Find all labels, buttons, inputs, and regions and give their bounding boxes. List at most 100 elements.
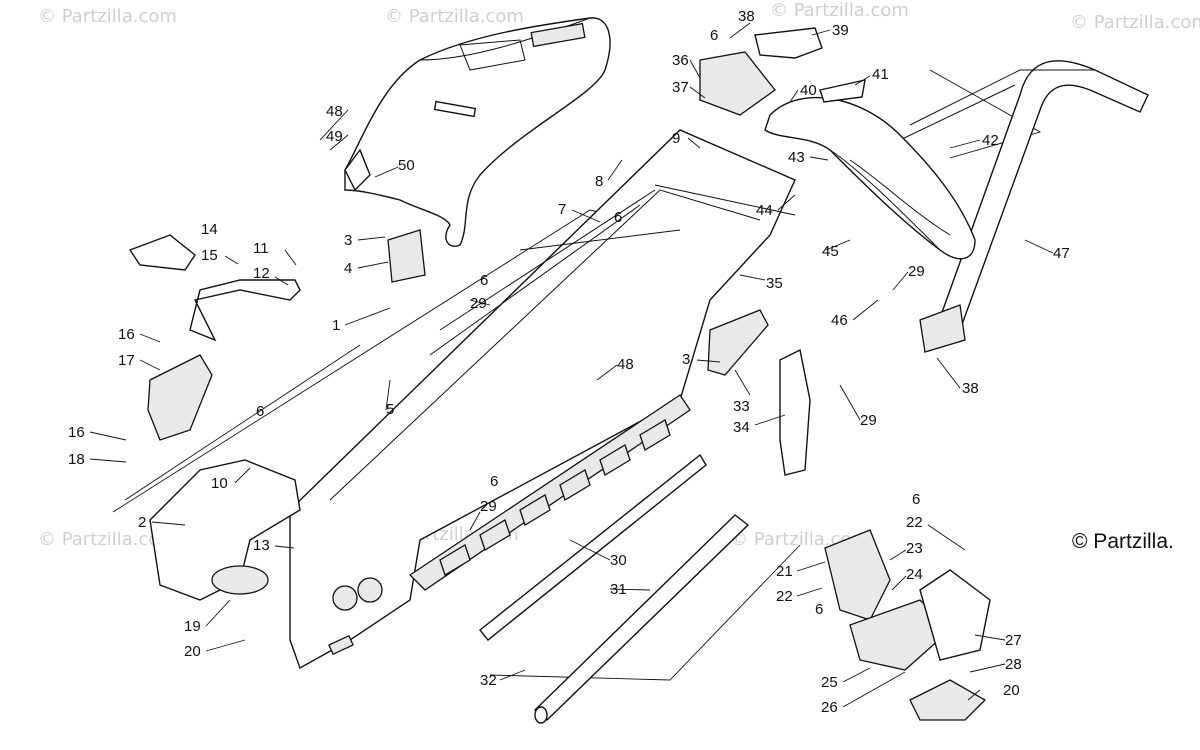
callout-47: 47 bbox=[1053, 245, 1070, 262]
callout-6: 6 bbox=[815, 601, 823, 618]
tunnel-fold-line bbox=[329, 189, 761, 501]
callout-50: 50 bbox=[398, 157, 415, 174]
callout-3: 3 bbox=[682, 351, 690, 368]
watermark-text: © Partzilla.com bbox=[1070, 12, 1200, 33]
callout-37: 37 bbox=[672, 79, 689, 96]
tunnel-fold-line bbox=[654, 184, 796, 216]
callout-28: 28 bbox=[1005, 656, 1022, 673]
tunnel-fold-line bbox=[429, 204, 641, 356]
rails bbox=[479, 453, 750, 724]
callout-26: 26 bbox=[821, 699, 838, 716]
callout-40: 40 bbox=[800, 82, 817, 99]
callout-45: 45 bbox=[822, 243, 839, 260]
callout-29: 29 bbox=[470, 295, 487, 312]
seat-handle bbox=[433, 100, 477, 118]
panel-24 bbox=[849, 599, 951, 671]
callout-6: 6 bbox=[256, 403, 264, 420]
assembly-line bbox=[929, 69, 1042, 159]
callout-13: 13 bbox=[253, 537, 270, 554]
callout-24: 24 bbox=[906, 566, 923, 583]
callout-29: 29 bbox=[860, 412, 877, 429]
callout-8: 8 bbox=[595, 173, 603, 190]
footrest-rib bbox=[599, 444, 631, 476]
callout-5: 5 bbox=[386, 401, 394, 418]
callout-42: 42 bbox=[982, 132, 999, 149]
rail-34 bbox=[779, 348, 811, 476]
callout-22: 22 bbox=[776, 588, 793, 605]
callout-6: 6 bbox=[614, 209, 622, 226]
callout-14: 14 bbox=[201, 221, 218, 238]
callout-39: 39 bbox=[832, 22, 849, 39]
panel-27 bbox=[919, 569, 991, 661]
rear-bracket-37 bbox=[699, 51, 776, 116]
cover-19 bbox=[211, 565, 269, 595]
callout-6: 6 bbox=[490, 473, 498, 490]
callout-29: 29 bbox=[480, 498, 497, 515]
callout-27: 27 bbox=[1005, 632, 1022, 649]
callout-48: 48 bbox=[326, 103, 343, 120]
callout-9: 9 bbox=[672, 130, 680, 147]
callout-46: 46 bbox=[831, 312, 848, 329]
callout-6: 6 bbox=[480, 272, 488, 289]
tunnel-hole bbox=[357, 577, 383, 603]
tunnel-hole bbox=[332, 585, 358, 611]
assembly-line bbox=[489, 544, 801, 681]
footrest-rib bbox=[519, 494, 551, 526]
snow-flap-rib bbox=[829, 149, 941, 251]
bracket-17 bbox=[147, 354, 213, 441]
callout-23: 23 bbox=[906, 540, 923, 557]
callout-34: 34 bbox=[733, 419, 750, 436]
callout-19: 19 bbox=[184, 618, 201, 635]
callout-7: 7 bbox=[558, 201, 566, 218]
callout-38: 38 bbox=[738, 8, 755, 25]
rail-30 bbox=[479, 453, 707, 641]
callout-25: 25 bbox=[821, 674, 838, 691]
cover-21 bbox=[824, 529, 891, 621]
callout-16: 16 bbox=[118, 326, 135, 343]
seat-logo-decal bbox=[530, 22, 586, 48]
callout-6: 6 bbox=[710, 27, 718, 44]
callout-2: 2 bbox=[138, 514, 146, 531]
footrest-ribs bbox=[439, 419, 671, 576]
watermark-text: © Partzilla.com bbox=[38, 529, 177, 550]
assembly-line bbox=[124, 344, 361, 501]
running-board bbox=[408, 394, 691, 591]
footrest-rib bbox=[639, 419, 671, 451]
callout-44: 44 bbox=[756, 202, 773, 219]
tunnel-body bbox=[289, 129, 796, 670]
seat-front-hook bbox=[344, 148, 371, 192]
cap-39 bbox=[754, 27, 823, 59]
callout-21: 21 bbox=[776, 563, 793, 580]
tunnel-fold-line bbox=[519, 229, 681, 251]
rear-bracket bbox=[699, 27, 866, 116]
callout-18: 18 bbox=[68, 451, 85, 468]
rod-31 bbox=[533, 514, 750, 721]
seat-body bbox=[344, 17, 611, 247]
callout-6: 6 bbox=[912, 491, 920, 508]
seat-pad bbox=[459, 39, 526, 71]
bumper-crossbar bbox=[909, 69, 1095, 126]
callout-29: 29 bbox=[908, 263, 925, 280]
tunnel-slot bbox=[328, 634, 354, 656]
callout-20: 20 bbox=[184, 643, 201, 660]
callout-16: 16 bbox=[68, 424, 85, 441]
decal-41 bbox=[819, 79, 866, 103]
bumper-mount bbox=[919, 304, 966, 353]
callout-1: 1 bbox=[332, 317, 340, 334]
callout-11: 11 bbox=[253, 240, 269, 257]
cover-14 bbox=[128, 234, 196, 271]
callout-10: 10 bbox=[211, 475, 228, 492]
watermark-text: © Partzilla.com bbox=[38, 6, 177, 27]
callouts: 1 2 3 3 4 5 6 6 6 6 6 6 6 7 8 9 10 11 12… bbox=[68, 8, 1070, 716]
right-parts bbox=[707, 309, 991, 721]
callout-49: 49 bbox=[326, 128, 343, 145]
callout-12: 12 bbox=[253, 265, 270, 282]
rod-end bbox=[534, 706, 548, 724]
bracket-4 bbox=[387, 229, 426, 283]
footrest-rib bbox=[479, 519, 511, 551]
callout-20: 20 bbox=[1003, 682, 1020, 699]
callout-3: 3 bbox=[344, 232, 352, 249]
callout-30: 30 bbox=[610, 552, 627, 569]
bracket-33 bbox=[707, 309, 769, 376]
callout-38: 38 bbox=[962, 380, 979, 397]
